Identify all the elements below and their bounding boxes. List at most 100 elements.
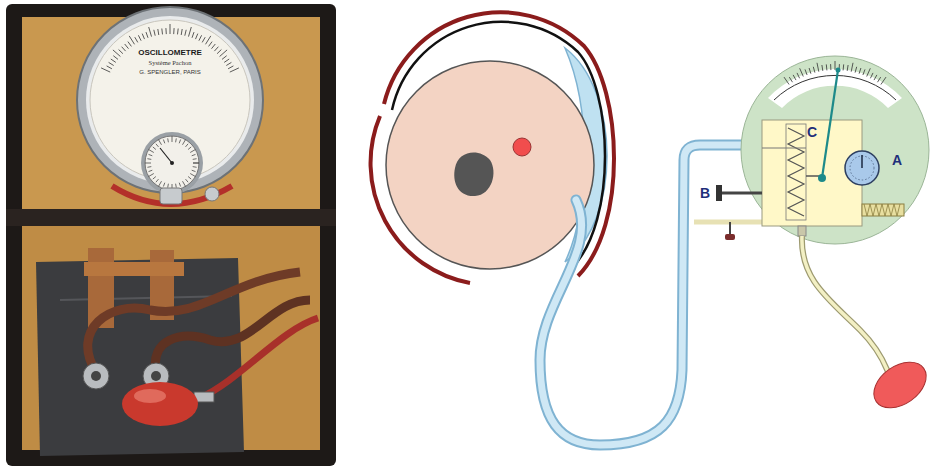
scale-tick (145, 163, 151, 164)
scale-tick (217, 50, 221, 54)
scale-tick (163, 140, 164, 144)
scale-tick (813, 67, 815, 73)
oscillometer-schematic (694, 56, 931, 417)
scale-tick (881, 77, 886, 84)
scale-tick (156, 144, 159, 147)
scale-tick (170, 24, 171, 34)
scale-tick (153, 147, 156, 150)
cuff-and-bulb (36, 248, 318, 456)
scale-tick (179, 183, 180, 187)
scale-tick (230, 68, 239, 72)
scale-tick (228, 66, 233, 69)
scale-tick (153, 177, 156, 180)
scale-tick (192, 32, 194, 38)
scale-tick (196, 34, 198, 40)
scale-tick (128, 42, 131, 47)
scale-tick (142, 34, 144, 40)
scale-tick (193, 163, 199, 164)
scale-tick (199, 35, 202, 40)
part-letter: C (807, 125, 817, 139)
scale-tick (789, 77, 792, 82)
scale-tick (135, 37, 138, 42)
instrument-name: OSCILLOMETRE (138, 49, 202, 57)
scale-tick (226, 62, 231, 65)
scale-tick (149, 150, 154, 153)
scale-tick (805, 69, 807, 75)
scale-tick (173, 28, 174, 34)
scale-tick (189, 27, 192, 37)
scale-tick (149, 170, 153, 171)
scale-tick (193, 158, 197, 160)
scale-tick (107, 66, 112, 69)
scale-tick (177, 29, 179, 35)
scale-tick (188, 177, 191, 180)
scale-tick (149, 154, 153, 155)
scale-tick (138, 35, 141, 40)
scale-tick (202, 37, 205, 42)
scale-tick (859, 68, 861, 74)
instrument-case (6, 4, 336, 466)
scale-tick (793, 75, 796, 80)
scale-tick (870, 73, 873, 78)
scale-tick (863, 69, 865, 75)
scale-tick (821, 65, 823, 71)
scale-tick (212, 44, 216, 49)
oscillometer-dial (77, 7, 263, 204)
scale-tick (183, 140, 186, 145)
scale-tick (181, 29, 182, 35)
scale-tick (222, 56, 227, 60)
scale-tick (172, 136, 173, 142)
scale-tick (193, 166, 197, 168)
scale-tick (835, 61, 836, 70)
scale-tick (851, 63, 853, 72)
scale-tick (179, 140, 180, 144)
arm-section (371, 12, 762, 445)
scale-tick (830, 64, 831, 70)
scale-tick (129, 36, 134, 44)
scale-tick (146, 32, 148, 38)
scale-tick (878, 77, 881, 82)
scale-tick (111, 59, 116, 62)
scale-tick (147, 158, 151, 160)
scale-tick (113, 56, 118, 60)
scale-tick (209, 42, 213, 47)
scale-tick (161, 29, 163, 35)
scale-tick (186, 179, 189, 182)
scale-tick (158, 29, 159, 35)
scale-tick (147, 166, 151, 168)
scale-tick (175, 184, 177, 188)
scale-tick (220, 50, 228, 57)
scale-tick (109, 62, 114, 65)
part-letter: A (892, 153, 902, 167)
scale-tick (193, 163, 199, 164)
scale-tick (800, 68, 804, 76)
scale-tick (817, 63, 819, 72)
scale-tick (175, 138, 177, 142)
scale-tick (867, 68, 871, 76)
part-letter: B (700, 186, 710, 200)
scale-tick (119, 50, 123, 54)
scale-tick (154, 30, 155, 36)
scale-tick (192, 170, 196, 171)
scale-tick (855, 67, 857, 73)
scale-tick (165, 28, 166, 34)
scale-tick (190, 150, 195, 153)
scale-tick (784, 77, 789, 84)
scale-tick (113, 50, 121, 57)
scale-tick (167, 184, 169, 188)
scale-tick (874, 75, 877, 80)
scale-tick (163, 183, 164, 187)
scale-tick (159, 181, 162, 186)
scale-tick (185, 30, 186, 36)
scale-tick (183, 181, 186, 186)
scale-tick (190, 174, 195, 177)
scale-tick (206, 36, 211, 44)
scale-tick (122, 47, 126, 51)
scale-tick (186, 144, 189, 147)
instrument-system: Système Pachon (149, 60, 192, 67)
scale-tick (188, 147, 191, 150)
scale-tick (159, 140, 162, 145)
maker-name: G. SPENGLER, PARIS (139, 69, 201, 75)
scale-tick (125, 44, 129, 49)
